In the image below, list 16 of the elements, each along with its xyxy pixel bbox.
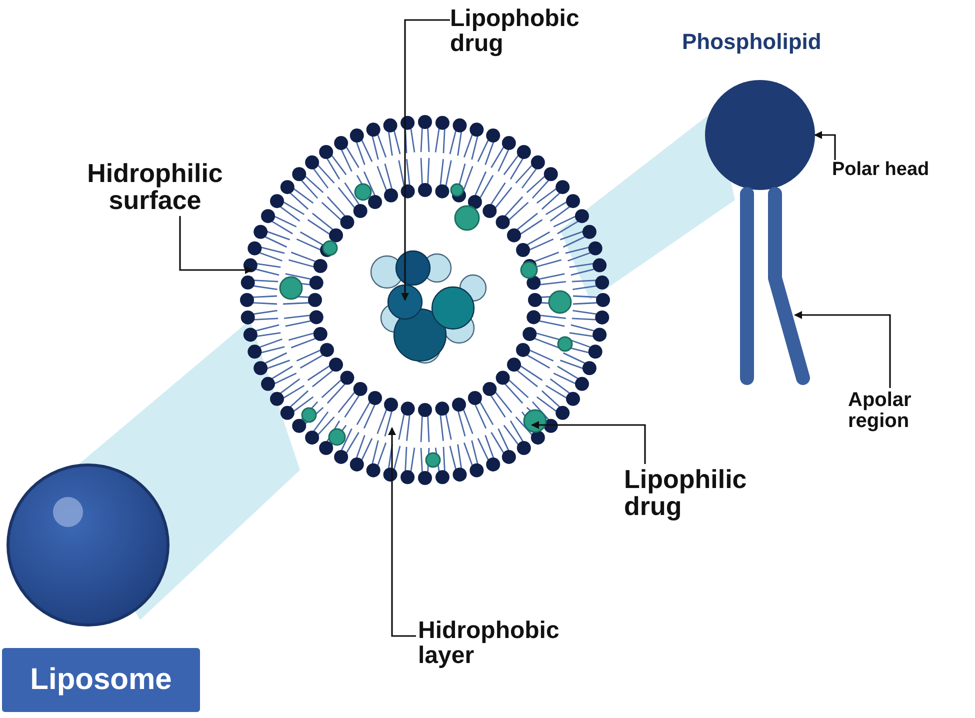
phospholipid-head bbox=[705, 80, 815, 190]
leader-line bbox=[531, 421, 646, 464]
phospholipid-tails bbox=[740, 187, 810, 385]
callout-label: Hidrophilic surface bbox=[80, 160, 230, 215]
leader-line bbox=[179, 216, 253, 274]
callout-label: Polar head bbox=[832, 160, 972, 180]
callout-label: Apolar region bbox=[848, 390, 975, 432]
inset-heading: Phospholipid bbox=[682, 30, 822, 54]
title-banner: Liposome bbox=[2, 648, 200, 712]
callout-label: Lipophobic drug bbox=[450, 6, 590, 56]
callout-label: Lipophilic drug bbox=[624, 466, 744, 521]
leader-line bbox=[401, 19, 450, 301]
leader-line bbox=[388, 427, 416, 637]
leader-line bbox=[814, 131, 836, 160]
callout-label: Hidrophobic layer bbox=[418, 618, 588, 668]
leader-line bbox=[794, 311, 891, 388]
